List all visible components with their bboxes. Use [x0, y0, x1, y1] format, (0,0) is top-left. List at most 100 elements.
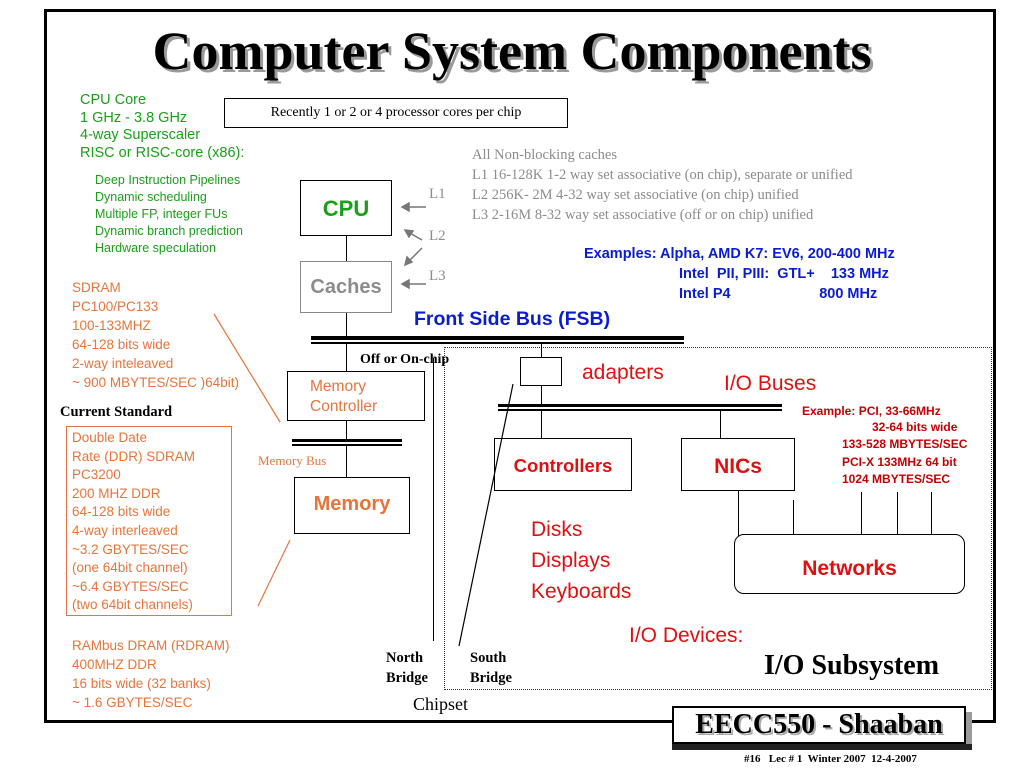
rdram-line: 16 bits wide (32 banks) [72, 676, 211, 691]
ddr-line: Rate (DDR) SDRAM [72, 448, 196, 464]
cores-note: Recently 1 or 2 or 4 processor cores per… [224, 98, 568, 128]
pci-example-line: Example: PCI, 33-66MHz [802, 404, 941, 418]
off-on-chip-label: Off or On-chip [360, 352, 450, 367]
ddr-line: Double Date [72, 430, 148, 445]
cache-info-line: L1 16-128K 1-2 way set associative (on c… [472, 167, 853, 183]
device-item: Disks [531, 518, 583, 541]
iobus-controllers-connector [541, 411, 542, 438]
memory-label: Memory [313, 493, 391, 515]
cache-level-arrows [400, 201, 426, 290]
memory-pointer-lines [213, 313, 291, 607]
cpu-core-info: CPU Core 1 GHz - 3.8 GHz 4-way Superscal… [80, 92, 244, 162]
nics-networks-connector [738, 491, 739, 537]
north-bridge-label: North Bridge [386, 648, 428, 688]
devices-list: Disks Displays Keyboards [531, 514, 631, 607]
memory-bus-bar [292, 439, 402, 442]
south-bridge-text: South [470, 650, 507, 666]
cache-fsb-connector [346, 313, 347, 336]
memory-controller-box: Memory Controller [287, 371, 425, 421]
device-item: Keyboards [531, 580, 632, 603]
examples-line: Intel PII, PIII: GTL+ 133 MHz [679, 266, 889, 282]
ddr-line: 4-way interleaved [72, 522, 178, 538]
membus-memory-connector [346, 445, 347, 477]
cache-info-line: L2 256K- 2M 4-32 way set associative (on… [472, 187, 799, 203]
pci-example-line: 133-528 MBYTES/SEC [842, 437, 968, 451]
memory-box: Memory [294, 477, 410, 534]
north-bridge-line [433, 358, 434, 641]
controllers-label: Controllers [513, 455, 613, 476]
north-bridge-text: North [386, 650, 424, 666]
l2-label: L2 [429, 228, 446, 244]
ddr-box: Double Date Rate (DDR) SDRAM PC3200 200 … [66, 426, 232, 616]
cache-info-line: All Non-blocking caches [472, 147, 617, 163]
cache-info: All Non-blocking caches L1 16-128K 1-2 w… [472, 145, 853, 225]
sdram-line: PC100/PC133 [72, 299, 159, 314]
memory-controller-label: Memory [310, 378, 366, 395]
course-title: EECC550 - Shaaban [695, 709, 943, 740]
fsb-bar-lower [311, 342, 684, 344]
networks-label: Networks [802, 557, 897, 580]
cpu-cache-connector [346, 236, 347, 261]
examples-line: Examples: Alpha, AMD K7: EV6, 200-400 MH… [584, 246, 895, 262]
sdram-line: 64-128 bits wide [72, 337, 171, 352]
network-connector [897, 492, 898, 537]
cpu-feature: Deep Instruction Pipelines [95, 173, 241, 187]
nics-label: NICs [714, 455, 762, 478]
network-connector [793, 500, 794, 537]
networks-box: Networks [734, 534, 965, 594]
sdram-info: SDRAM PC100/PC133 100-133MHZ 64-128 bits… [72, 278, 239, 392]
examples-line: Intel P4 800 MHz [679, 286, 878, 302]
cpu-feature: Hardware speculation [95, 241, 216, 255]
device-item: Displays [531, 549, 611, 572]
ddr-line: (two 64bit channels) [72, 597, 193, 613]
l3-label: L3 [429, 268, 446, 284]
io-bus-bar-lower [498, 409, 782, 411]
cache-info-line: L3 2-16M 8-32 way set associative (off o… [472, 207, 814, 223]
l1-label: L1 [429, 186, 446, 202]
slide-frame [44, 9, 996, 723]
ddr-line: 64-128 bits wide [72, 504, 171, 520]
cpu-core-features: Deep Instruction Pipelines Dynamic sched… [95, 172, 243, 257]
memctrl-membus-connector [346, 421, 347, 441]
memory-controller-label: Controller [310, 398, 378, 415]
iobus-nics-connector [720, 411, 721, 438]
fsb-memctrl-connector [346, 344, 347, 371]
network-connector [931, 492, 932, 537]
south-bridge-label: South Bridge [470, 648, 512, 688]
course-title-box: EECC550 - Shaaban [672, 706, 966, 744]
cpu-core-line: 4-way Superscaler [80, 127, 201, 143]
cpu-core-line: CPU Core [80, 92, 147, 108]
io-devices-label: I/O Devices: [629, 624, 744, 647]
cpu-feature: Multiple FP, integer FUs [95, 207, 228, 221]
ddr-line: ~3.2 GBYTES/SEC [72, 541, 189, 557]
sdram-line: 2-way inteleaved [72, 356, 174, 371]
network-connector [861, 492, 862, 537]
fsb-label: Front Side Bus (FSB) [414, 308, 611, 330]
caches-box: Caches [300, 261, 392, 313]
io-buses-label: I/O Buses [724, 372, 817, 395]
memory-bus-label: Memory Bus [258, 453, 327, 468]
adapter-iobus-connector [541, 386, 542, 404]
ddr-line: (one 64bit channel) [72, 560, 188, 576]
footer-note: #16 Lec # 1 Winter 2007 12-4-2007 [744, 753, 917, 765]
rdram-line: RAMbus DRAM (RDRAM) [72, 638, 230, 653]
south-bridge-line [458, 383, 514, 647]
cpu-box: CPU [300, 180, 392, 236]
nics-box: NICs [681, 438, 795, 491]
ddr-line: 200 MHZ DDR [72, 485, 161, 501]
north-bridge-text: Bridge [386, 670, 428, 686]
rdram-info: RAMbus DRAM (RDRAM) 400MHZ DDR 16 bits w… [72, 636, 230, 712]
cpu-core-line: RISC or RISC-core (x86): [80, 144, 245, 161]
sdram-line: SDRAM [72, 280, 121, 295]
south-bridge-text: Bridge [470, 670, 512, 686]
fsb-adapter-connector [541, 344, 542, 357]
footer-bar [672, 744, 972, 750]
chipset-label: Chipset [413, 694, 469, 714]
rdram-line: ~ 1.6 GBYTES/SEC [72, 695, 193, 710]
io-subsystem-label: I/O Subsystem [764, 650, 940, 681]
ddr-line: ~6.4 GBYTES/SEC [72, 578, 189, 594]
slide-title: Computer System Components [152, 21, 872, 81]
cpu-core-line: 1 GHz - 3.8 GHz [80, 109, 188, 126]
io-bus-bar [498, 404, 782, 407]
io-subsystem-region [444, 347, 992, 690]
